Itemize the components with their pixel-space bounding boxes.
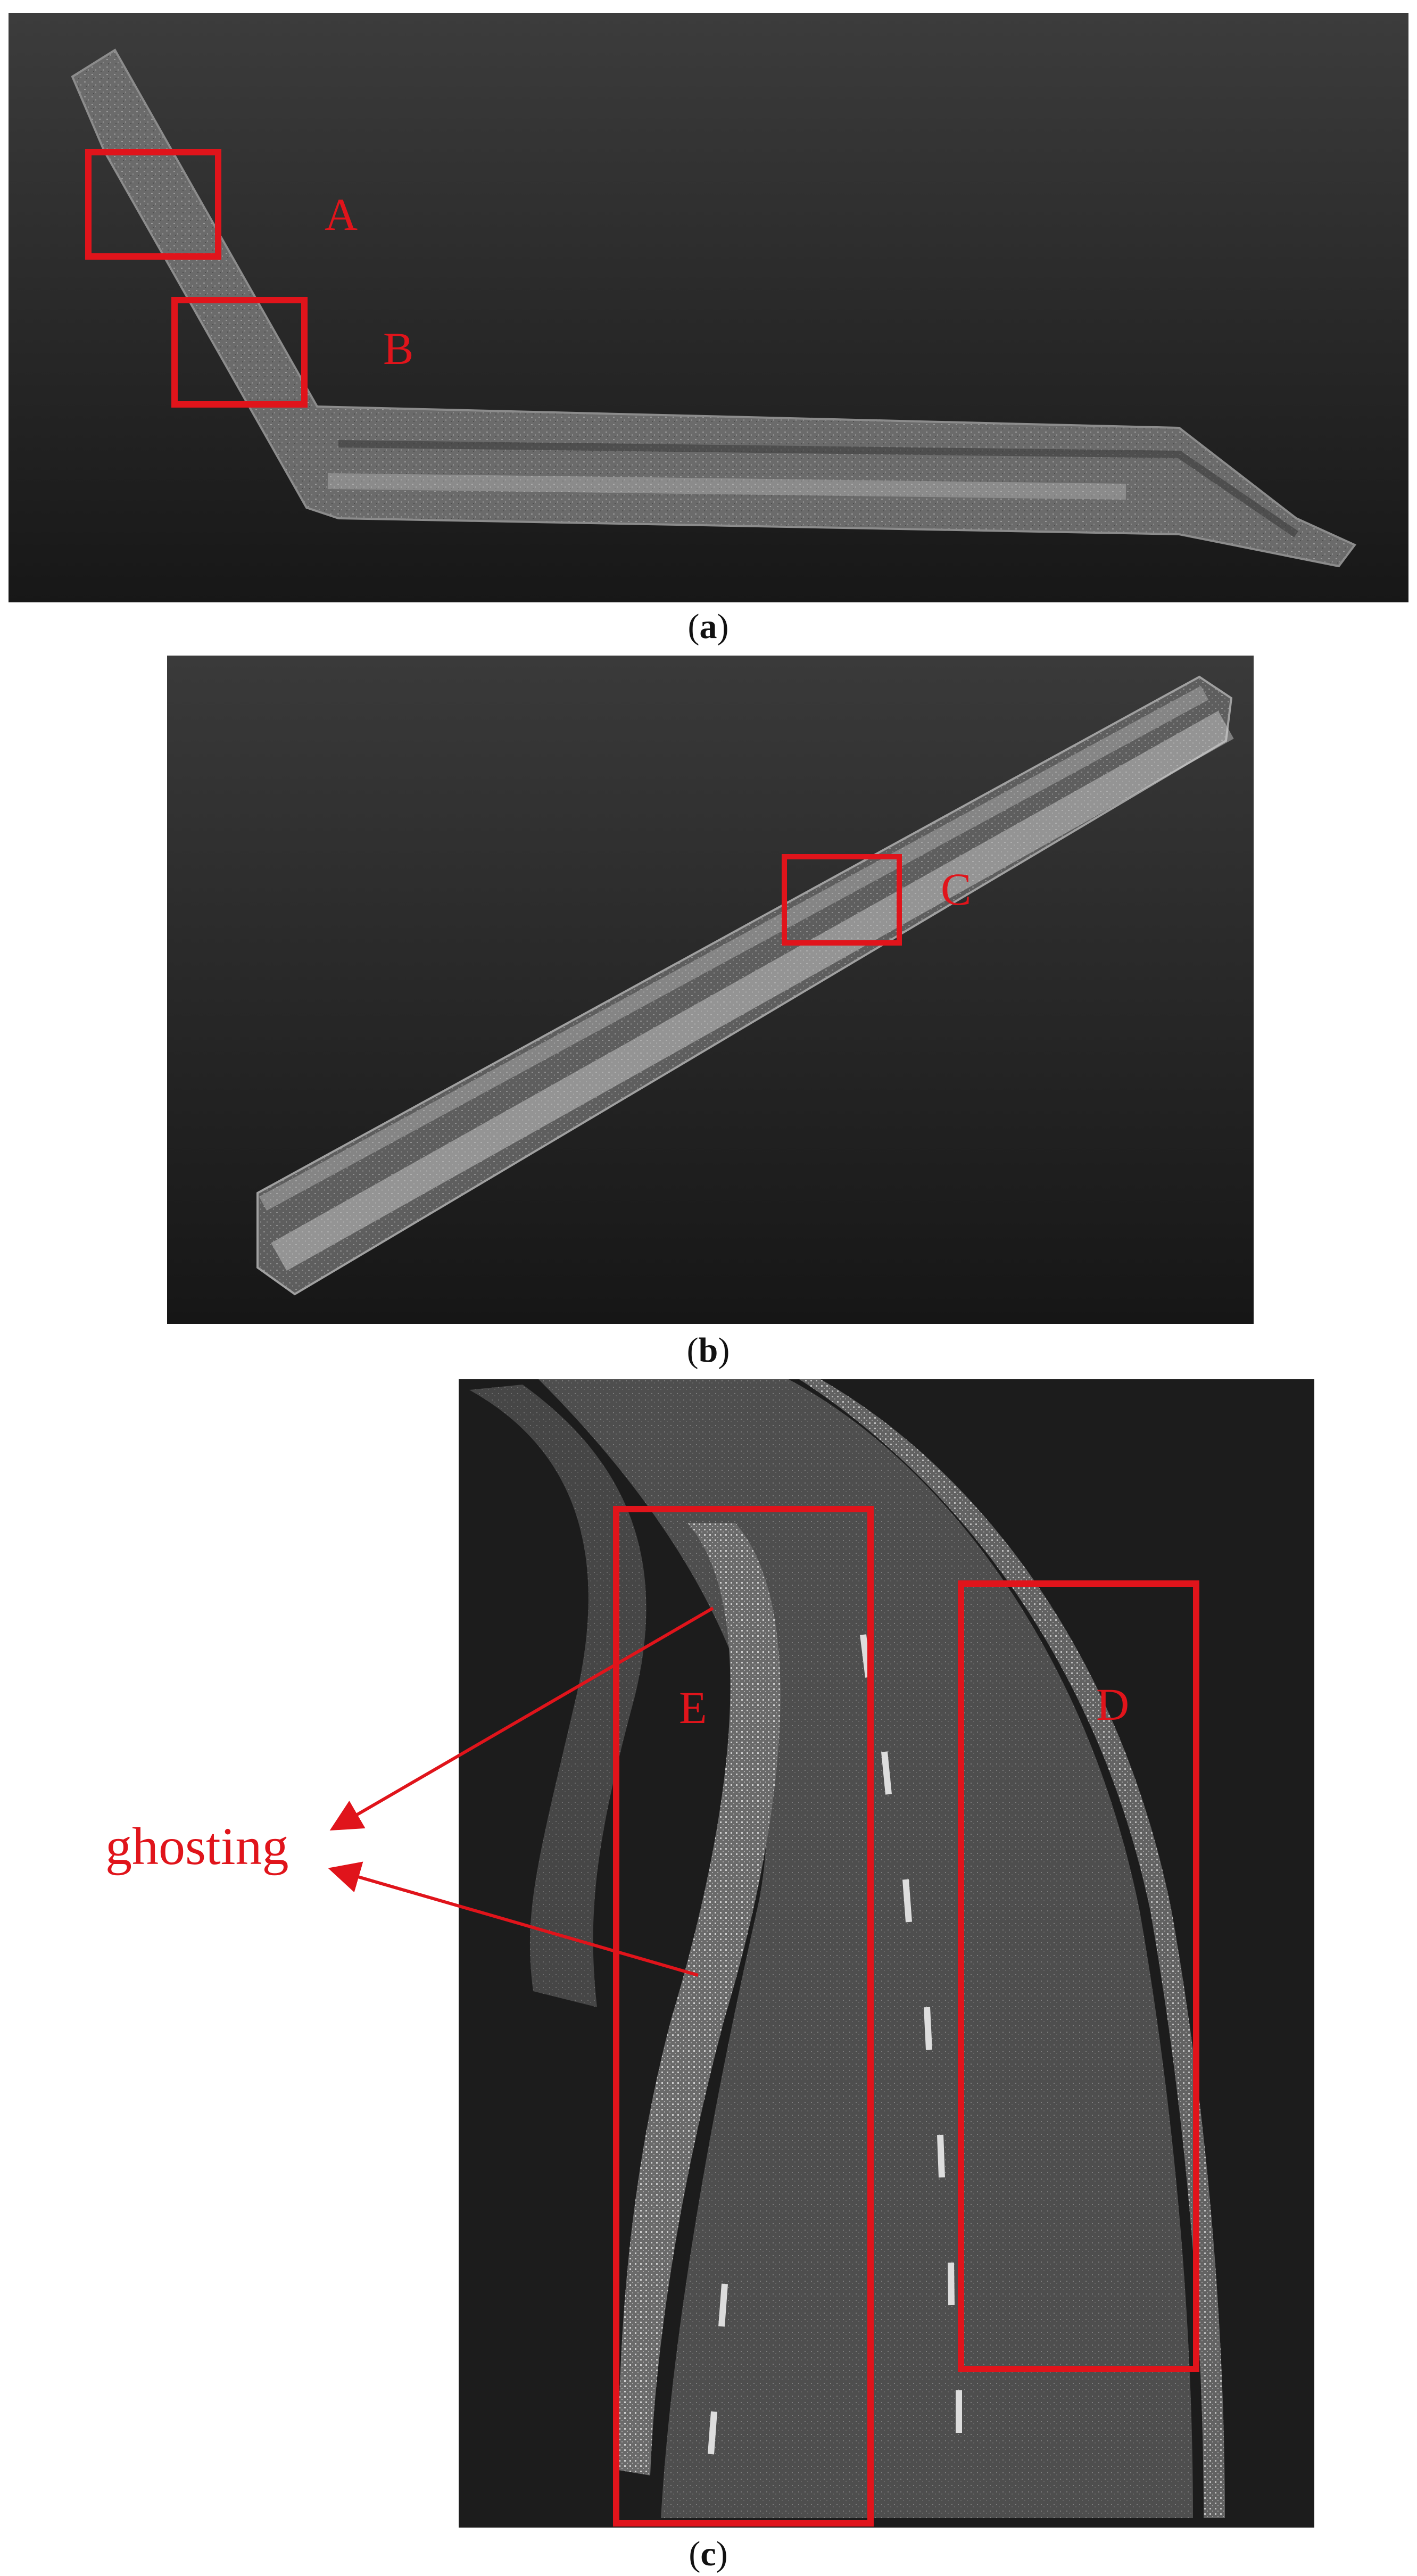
ghosting-arrow-lower	[328, 1861, 699, 1977]
panel-c-image	[459, 1379, 1314, 2528]
caption-b: (b)	[686, 1331, 730, 1370]
ghosting-label: ghosting	[105, 1817, 289, 1876]
label-B: B	[383, 323, 414, 374]
left-ramp	[469, 1385, 647, 2007]
label-A: A	[325, 189, 358, 240]
box-A	[85, 149, 221, 260]
main-road	[538, 1379, 1193, 2518]
road-point-cloud-b	[256, 675, 1233, 1296]
box-B	[171, 297, 308, 408]
panel-a-point-cloud	[9, 13, 1408, 602]
box-E	[613, 1506, 874, 2527]
caption-a-letter: a	[699, 607, 717, 646]
road-point-cloud-a	[71, 48, 1357, 568]
panel-a-image	[9, 13, 1408, 602]
label-C: C	[941, 864, 972, 915]
caption-b-letter: b	[698, 1331, 718, 1370]
label-E: E	[679, 1682, 707, 1733]
box-D	[958, 1580, 1199, 2372]
panel-b-point-cloud	[167, 656, 1254, 1324]
box-C	[782, 854, 902, 946]
ghosting-arrows	[328, 1606, 714, 1977]
panel-c-point-cloud	[459, 1379, 1314, 2528]
panel-b-image	[167, 656, 1254, 1324]
median-ghosting	[618, 1523, 781, 2475]
ghosting-arrow-upper	[329, 1606, 714, 1831]
caption-a: (a)	[687, 607, 729, 646]
caption-c-letter: c	[700, 2534, 716, 2573]
label-D: D	[1096, 1679, 1130, 1730]
caption-c: (c)	[689, 2534, 728, 2573]
